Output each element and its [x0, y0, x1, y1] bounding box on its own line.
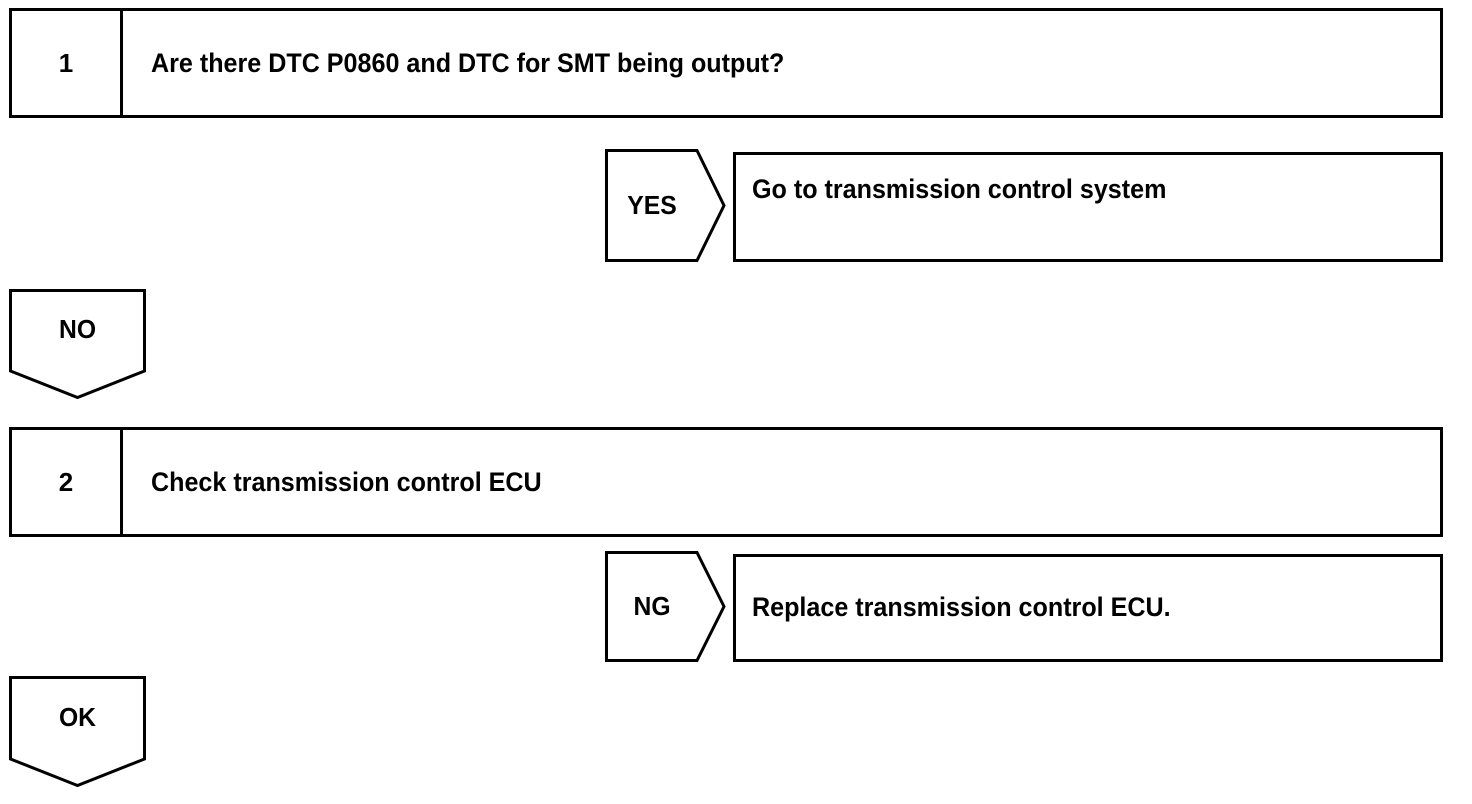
- branch-pentagon-yes: YES: [605, 149, 727, 262]
- step-question-text: Are there DTC P0860 and DTC for SMT bein…: [151, 47, 785, 78]
- pentagon-right-shape: [605, 551, 726, 662]
- pentagon-down-shape: [9, 289, 146, 400]
- step-text-cell-2: Check transmission control ECU: [123, 430, 1440, 534]
- step-number-label: 1: [58, 47, 74, 78]
- branch-label-ok: OK: [58, 701, 97, 732]
- result-text-ng: Replace transmission control ECU.: [752, 592, 1171, 622]
- branch-label-ng: NG: [633, 591, 671, 621]
- branch-pentagon-ok: OK: [9, 676, 146, 788]
- result-box-ng: Replace transmission control ECU.: [733, 554, 1443, 662]
- step-number-cell-1: 1: [12, 11, 123, 115]
- pentagon-right-shape: [605, 149, 726, 262]
- branch-label-no: NO: [58, 314, 97, 344]
- step-row-2: 2 Check transmission control ECU: [9, 427, 1443, 537]
- branch-pentagon-ng: NG: [605, 551, 727, 662]
- result-text-yes: Go to transmission control system: [752, 174, 1167, 204]
- step-number-cell-2: 2: [12, 430, 123, 534]
- step-row-1: 1 Are there DTC P0860 and DTC for SMT be…: [9, 8, 1443, 118]
- branch-label-yes: YES: [627, 190, 677, 220]
- step-number-label: 2: [58, 466, 74, 497]
- result-box-yes: Go to transmission control system: [733, 152, 1443, 262]
- step-action-text: Check transmission control ECU: [151, 466, 542, 497]
- pentagon-down-shape: [9, 676, 146, 788]
- step-text-cell-1: Are there DTC P0860 and DTC for SMT bein…: [123, 11, 1440, 115]
- branch-pentagon-no: NO: [9, 289, 146, 400]
